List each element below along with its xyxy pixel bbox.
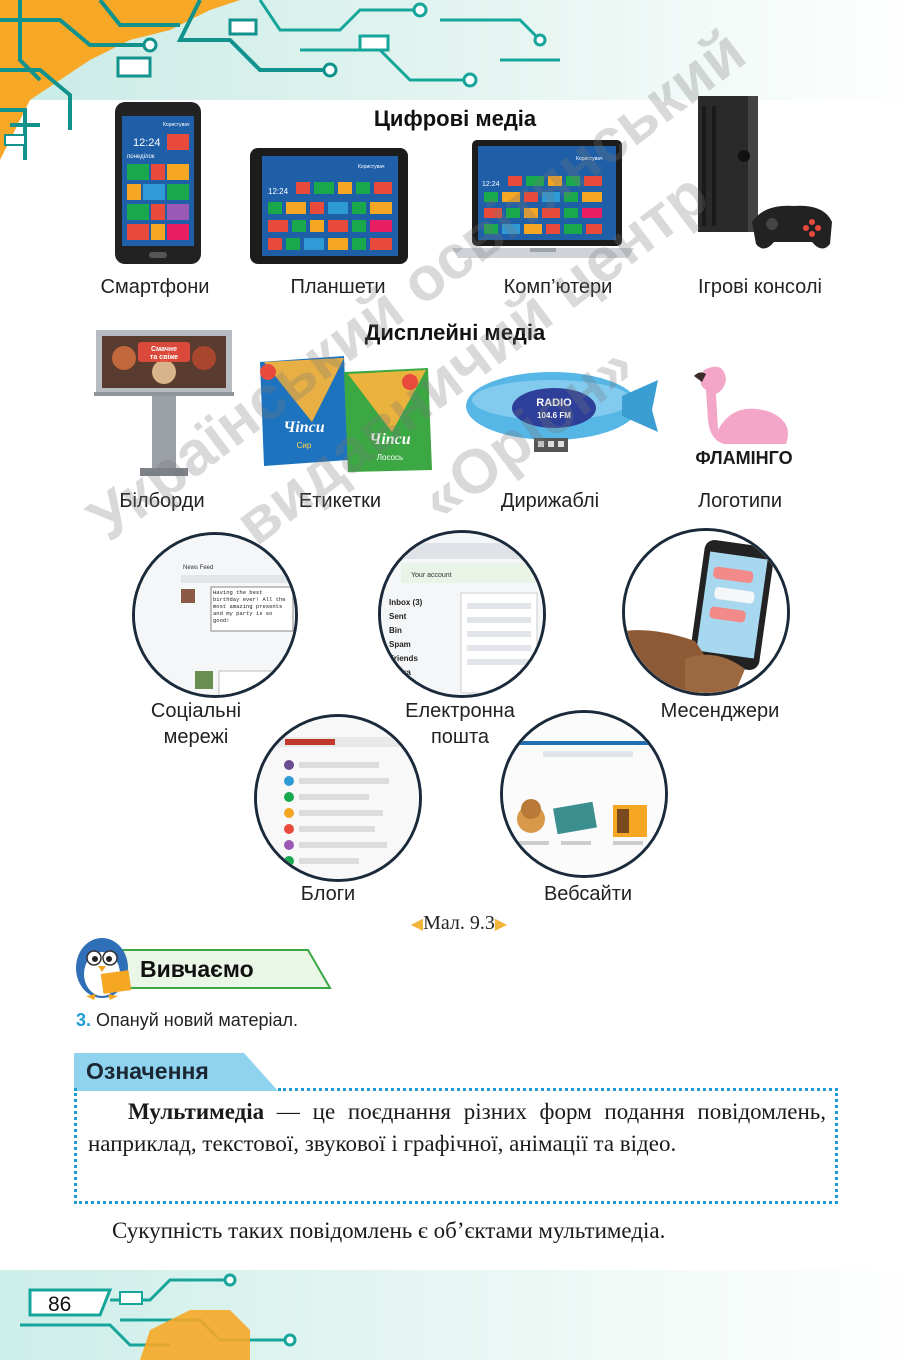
messenger-circle [622,528,790,696]
svg-text:104.6 FM: 104.6 FM [537,411,571,420]
billboard-icon: Смачне та свіже [94,330,234,476]
circuit-corner-decoration [0,0,918,160]
svg-text:12:24: 12:24 [268,187,289,196]
media-label-websites: Вебсайти [543,883,633,905]
media-label-social-networks-1: Соціальні [150,700,242,722]
definition-tab [74,1053,278,1091]
tablet-icon: 12:24 Користувач [250,148,408,264]
task-line: 3. Опануй новий матеріал. [76,1010,298,1031]
media-label-tablets: Планшети [290,276,386,298]
laptop-icon: 12:24 Користувач [452,140,634,258]
svg-text:Смачне: Смачне [151,346,177,353]
media-label-labels: Етикетки [298,490,382,512]
media-label-computers: Комп’ютери [503,276,613,298]
media-label-social-networks-2: мережі [163,726,229,748]
svg-text:ФЛАМІНГО: ФЛАМІНГО [695,448,792,468]
smartphone-icon: 12:24 понеділок Користувач [115,102,201,264]
svg-text:Сир: Сир [297,441,312,450]
definition-term: Мультимедіа [128,1099,265,1124]
media-label-game-consoles: Ігрові консолі [698,276,822,298]
website-circle [500,710,668,878]
svg-text:Sent: Sent [389,612,407,621]
svg-text:Ethan: Ethan [389,682,411,691]
svg-text:News Feed: News Feed [183,565,213,571]
social-network-icon: News Feed Having the best birthday ever!… [135,535,295,695]
svg-text:Чіпси: Чіпси [283,419,324,436]
figure-caption: ◀Мал. 9.3▶ [0,912,918,935]
digital-media-title: Цифрові медіа [373,106,537,131]
svg-text:Чіпси: Чіпси [369,431,410,448]
chips-label-icon: Чіпси Сир Чіпси Лосось [260,356,432,472]
definition-body: — це поєднання різних форм подання повід… [88,1099,826,1156]
media-label-email-2: пошта [430,726,490,748]
svg-text:Bin: Bin [389,626,402,635]
caption-left-triangle-icon: ◀ [410,916,424,933]
task-text: Опануй новий матеріал. [96,1010,298,1030]
blog-circle [254,714,422,882]
svg-text:RADIO: RADIO [536,397,572,409]
figure-caption-text: Мал. 9.3 [423,912,495,934]
svg-text:Inbox (3): Inbox (3) [389,598,423,607]
media-label-email-1: Електронна [405,700,515,722]
page-number: 86 [48,1293,72,1316]
website-icon [503,713,665,875]
blog-icon [257,717,419,879]
flamingo-logo-icon: ФЛАМІНГО [694,366,793,468]
definition-tab-title: Означення [86,1058,209,1084]
game-console-icon [698,96,832,249]
svg-text:Zahra: Zahra [389,668,411,677]
task-number: 3. [76,1010,92,1030]
email-icon: Your account Inbox (3) Sent Bin Spam Fri… [381,533,543,695]
summary-text: Сукупність таких повідомлень є об’єктами… [112,1218,666,1243]
definition-box [74,1088,838,1204]
airship-icon: RADIO 104.6 FM [466,372,658,452]
email-circle: Your account Inbox (3) Sent Bin Spam Fri… [378,530,546,698]
svg-text:Користувач: Користувач [576,156,603,162]
svg-text:Користувач: Користувач [358,164,385,170]
definition-text: Мультимедіа — це поєднання різних форм п… [88,1096,826,1160]
circuit-corner-decoration-bottom [0,1270,918,1360]
media-label-smartphones: Смартфони [100,276,210,298]
display-media-title: Дисплейні медіа [364,320,546,345]
svg-text:12:24: 12:24 [133,137,161,149]
penguin-mascot-icon [76,938,132,1000]
definition-box-top-border [278,1088,838,1091]
svg-text:Friends: Friends [389,654,418,663]
learn-section-tag [112,949,332,989]
media-label-airships: Дирижаблі [500,490,600,512]
svg-text:Spam: Spam [389,640,411,649]
svg-text:Лосось: Лосось [377,453,403,462]
media-label-billboards: Білборди [119,490,205,512]
svg-text:Your account: Your account [411,572,452,579]
messenger-icon [625,531,787,693]
svg-text:понеділок: понеділок [127,154,155,160]
media-label-blogs: Блоги [300,883,356,905]
svg-text:Користувач: Користувач [163,122,190,128]
social-network-circle: News Feed Having the best birthday ever!… [132,532,298,698]
svg-text:та свіже: та свіже [150,353,178,361]
media-label-logos: Логотипи [697,490,783,512]
media-label-messengers: Месенджери [660,700,780,722]
svg-text:12:24: 12:24 [482,181,500,188]
learn-section-title: Вивчаємо [140,956,254,982]
caption-right-triangle-icon: ▶ [494,916,508,933]
